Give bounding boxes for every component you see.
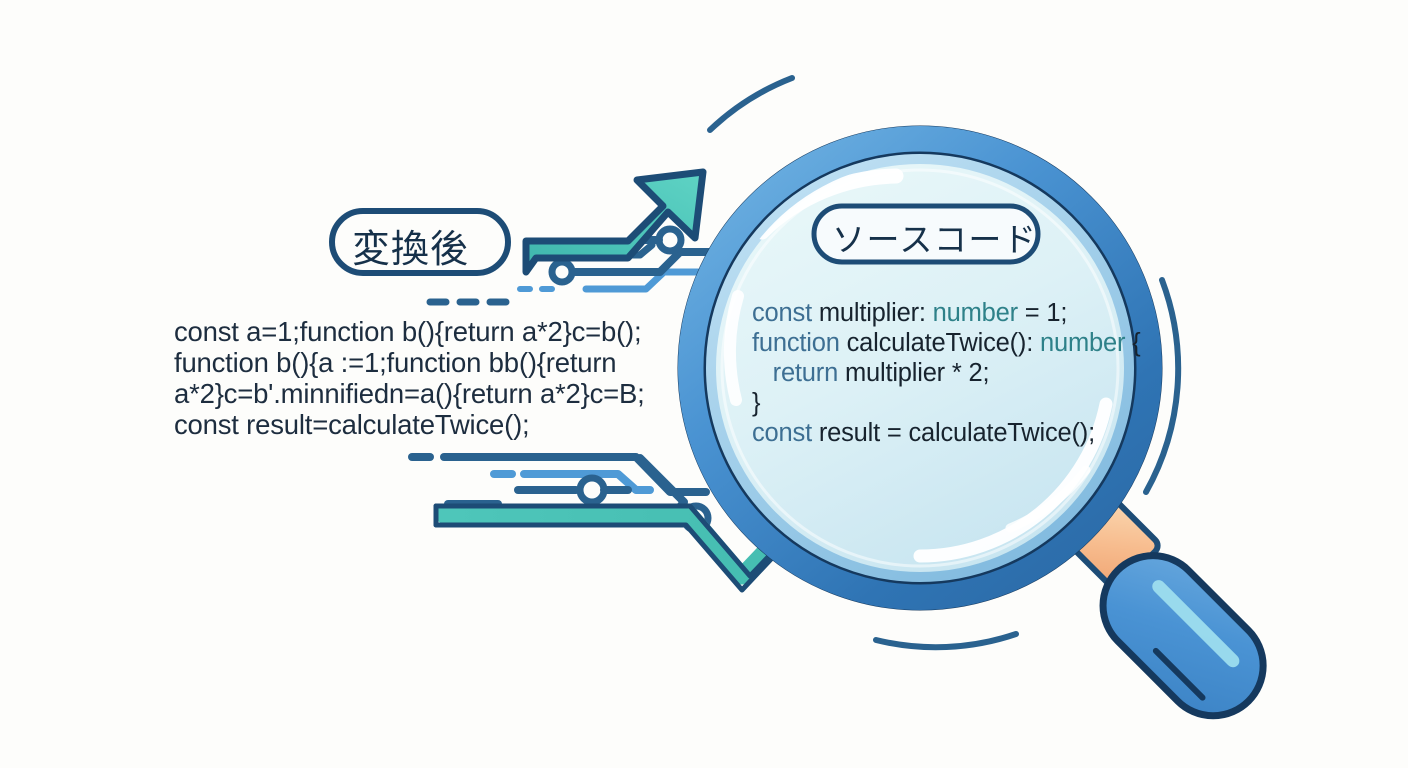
lens-rim-outer bbox=[678, 126, 1162, 610]
handle-grip bbox=[1099, 552, 1267, 720]
lens-glass bbox=[716, 164, 1124, 572]
accent-arcs bbox=[707, 75, 1182, 651]
circuit-traces-lower bbox=[408, 453, 793, 593]
badge-after-conversion-label: 変換後 bbox=[352, 227, 470, 271]
badge-source-code[interactable] bbox=[811, 203, 1041, 265]
trace-node-1 bbox=[548, 258, 576, 286]
trace-blue-2 bbox=[520, 470, 654, 494]
accent-arc-right bbox=[1143, 277, 1182, 495]
lens-rim-inner bbox=[706, 154, 1134, 582]
trace-teal-outline-bottom bbox=[433, 522, 791, 593]
lens-highlight-bottom-right-2 bbox=[1005, 465, 1091, 533]
badge-after-conversion[interactable] bbox=[329, 208, 511, 276]
accent-arc-top bbox=[707, 75, 795, 133]
handle-highlight bbox=[1152, 580, 1240, 668]
trace-teal-main bbox=[435, 506, 791, 585]
growth-arrow bbox=[522, 168, 707, 276]
trace-blue-1 bbox=[582, 268, 724, 293]
accent-arc-bottom bbox=[873, 631, 1019, 651]
lens-inner-ring bbox=[720, 168, 1120, 568]
handle-shadow-line bbox=[1152, 647, 1206, 701]
lens-highlight-left bbox=[723, 290, 744, 406]
arrow-shape bbox=[522, 168, 707, 276]
badge-source-code-label: ソースコード bbox=[832, 220, 1038, 259]
